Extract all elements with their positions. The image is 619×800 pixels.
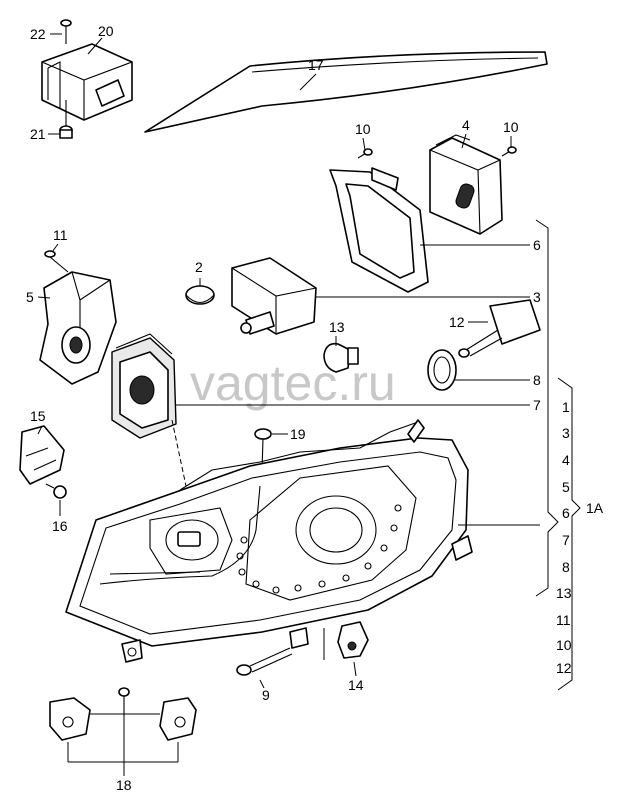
part-18-bracket-left (49, 697, 91, 741)
part-10-screw-a (357, 148, 373, 159)
part-18-screw (118, 687, 130, 716)
variant-item: 10 (556, 637, 572, 653)
callout-13: 13 (329, 319, 345, 335)
part-9-bolt (236, 647, 293, 676)
brace-1a (535, 219, 559, 597)
callout-20: 20 (98, 23, 114, 39)
variant-group-label: 1A (586, 500, 604, 516)
callout-15: 15 (30, 408, 46, 424)
variant-item: 13 (556, 585, 572, 601)
part-4-ballast (429, 134, 503, 235)
callouts: 22 20 21 17 10 4 10 11 5 2 6 3 13 12 8 7… (26, 23, 541, 793)
part-5-levelling-motor (39, 271, 117, 385)
variant-item: 11 (556, 612, 571, 628)
callout-9: 9 (262, 687, 270, 703)
callout-16: 16 (52, 518, 68, 534)
part-1-headlamp (65, 419, 473, 663)
callout-12: 12 (449, 314, 465, 330)
callout-11: 11 (53, 227, 68, 243)
variant-item: 3 (562, 425, 570, 441)
led-strip (236, 504, 402, 594)
callout-19: 19 (290, 426, 306, 442)
leader-lines (37, 33, 540, 776)
callout-4: 4 (462, 117, 470, 133)
variant-item: 12 (556, 660, 572, 676)
callout-8: 8 (533, 372, 541, 388)
part-13-bulb (323, 342, 359, 373)
callout-7: 7 (533, 397, 541, 413)
part-8-ring (427, 349, 457, 391)
part-15-bracket (19, 425, 65, 485)
part-7-gasket (111, 333, 177, 439)
callout-17: 17 (308, 57, 324, 73)
callout-14: 14 (348, 677, 364, 693)
variant-item: 6 (562, 505, 570, 521)
part-22-screw (60, 19, 72, 44)
callout-2: 2 (195, 259, 203, 275)
part-20-control-unit (41, 43, 133, 121)
callout-10-a: 10 (355, 121, 371, 137)
watermark: vagtec.ru (190, 355, 396, 411)
part-11-screw (44, 250, 69, 273)
variant-item: 4 (562, 452, 570, 468)
callout-5: 5 (26, 289, 34, 305)
callout-3: 3 (533, 289, 541, 305)
part-2-cap (185, 285, 215, 305)
callout-18: 18 (116, 777, 132, 793)
part-12-xenon-bulb (458, 299, 541, 358)
variant-item: 7 (562, 532, 570, 548)
part-16-screw (45, 483, 67, 499)
variant-item: 1 (562, 399, 570, 415)
brace-variants (557, 377, 581, 691)
part-18-bracket-right (159, 697, 197, 741)
part-3-motor (231, 257, 317, 335)
part-17-trim-strip (144, 51, 548, 133)
callout-22: 22 (30, 26, 46, 42)
callout-10-b: 10 (503, 119, 519, 135)
variant-item: 8 (562, 559, 570, 575)
part-10-screw-b (501, 146, 517, 157)
part-6-bracket (329, 167, 429, 293)
callout-21: 21 (30, 126, 46, 142)
callout-6: 6 (533, 237, 541, 253)
variant-list: 1A 1 3 4 5 6 7 8 13 11 10 12 (556, 399, 604, 676)
variant-item: 5 (562, 479, 570, 495)
part-14-clip (337, 621, 369, 659)
